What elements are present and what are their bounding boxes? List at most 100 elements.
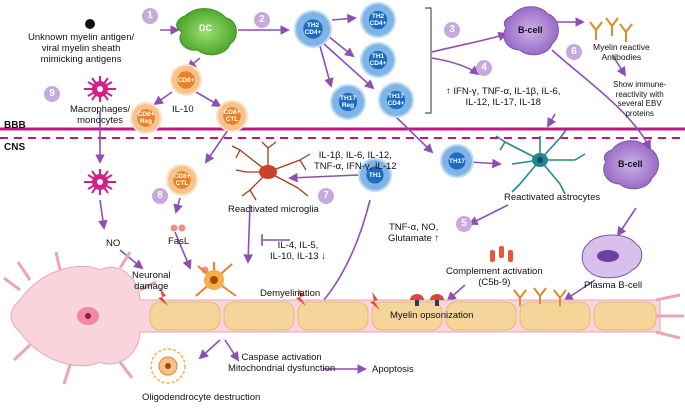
cd8-label: CD8+	[177, 76, 195, 84]
cd8ctl-line-2: CTL	[225, 116, 239, 123]
myelin-sheath	[149, 293, 684, 340]
arrow-th17cns-astrocyte	[469, 158, 502, 169]
cytokine-bracket	[425, 7, 432, 114]
cns-label: CNS	[4, 142, 26, 153]
th2b-line-1: TH2	[371, 13, 385, 20]
antigen-line-1: Unknown myelin antigen/	[28, 32, 135, 43]
tnf-no-label: TNF-α, NO, Glutamate ↑	[388, 222, 439, 244]
apoptosis-label: Apoptosis	[372, 364, 414, 375]
arrow-th2-th1	[327, 35, 355, 58]
dc-cell	[176, 8, 237, 56]
complement-complex	[490, 246, 513, 262]
macrophages-line-1: Macrophages/	[70, 104, 131, 115]
ebv-line-1: Show immune-	[613, 80, 667, 89]
arrow-cd8-cd8reg	[153, 91, 173, 106]
astrocyte-shape	[495, 129, 586, 195]
anti-inflammatory-label: IL-4, IL-5, IL-10, IL-13 ↓	[270, 240, 326, 262]
bcell2-label: B-cell	[618, 159, 643, 169]
th17reg-line-1: TH17	[340, 95, 356, 102]
arrow-bracket-bcell	[431, 31, 508, 53]
arrow-th17cd4-th17	[394, 115, 434, 154]
fasl-label: FasL	[168, 236, 190, 247]
reactivated-microglia-label: Reactivated microglia	[228, 204, 319, 215]
dc-label: DC	[199, 23, 212, 33]
antigen-line-3: mimicking antigens	[40, 54, 122, 65]
microglia-cytokines-label: IL-1β, IL-6, IL-12, TNF-α, IFN-γ, IL-12	[314, 150, 397, 172]
complement-label: Complement activation (C5b-9)	[446, 266, 543, 288]
plasma-bcell-shape	[581, 234, 643, 279]
arrow-cytokines-astrocyte	[547, 113, 557, 128]
th17reg-line-2: Reg	[341, 102, 355, 109]
step-3: 3	[444, 22, 460, 38]
reactivated-astrocytes-label: Reactivated astrocytes	[504, 192, 601, 203]
antibodies-axon	[513, 287, 567, 306]
demyelination-label: Demyelination	[260, 288, 321, 299]
cd8reg-line-2: Reg	[139, 118, 153, 125]
tnf-no-line-1: TNF-α, NO,	[388, 222, 439, 233]
arrow-bcell-bcell2	[551, 49, 651, 150]
th1-line-2: CD4+	[369, 60, 387, 67]
arrow-bcell2-plasma	[616, 207, 637, 237]
complement-line-2: (C5b-9)	[478, 277, 511, 288]
oligodendrocyte	[195, 262, 237, 297]
microglia-cytokines-line-1: IL-1β, IL-6, IL-12,	[318, 150, 392, 161]
step-6: 6	[566, 44, 582, 60]
th17-cns-cell: TH17	[442, 146, 472, 176]
neuronal-damage-label: Neuronal damage	[132, 270, 171, 292]
fasl-dots	[170, 224, 217, 280]
opsonization-markers	[410, 294, 444, 306]
no-label: NO	[106, 238, 121, 249]
arrow-macrophage-no	[98, 199, 108, 230]
arrow-no-neuron	[119, 249, 144, 270]
cd8ctl2-cell: CD8+CTL	[168, 166, 196, 194]
caspase-label: Caspase activation Mitochondrial dysfunc…	[228, 352, 335, 374]
step-1: 1	[142, 8, 158, 24]
il10-label: IL-10	[172, 104, 194, 115]
arrow-plasma-antibodies	[563, 279, 596, 302]
arrow-antibodies-ebv	[612, 55, 627, 77]
bbb-label: BBB	[4, 120, 26, 131]
bcell2-shape	[603, 140, 659, 190]
th2b-line-2: CD4+	[369, 20, 387, 27]
step-9: 9	[44, 86, 60, 102]
cd8reg-line-1: CD8+	[137, 111, 155, 118]
step-8: 8	[152, 188, 168, 204]
th1-cns-cell: TH1	[360, 160, 390, 190]
cd8-cell: CD8+	[172, 66, 200, 94]
anti-inflammatory-line-1: IL-4, IL-5,	[277, 240, 319, 251]
caspase-line-2: Mitochondrial dysfunction	[228, 363, 336, 374]
th1-line-1: TH1	[371, 53, 385, 60]
th2-line-1: TH2	[306, 22, 320, 29]
caspase-line-1: Caspase activation	[241, 352, 322, 363]
anti-inflammatory-line-2: IL-10, IL-13 ↓	[270, 251, 326, 262]
arrow-oligo-destruction	[198, 339, 221, 360]
cd8ctl-cell: CD8+CTL	[218, 102, 246, 130]
macrophage-top	[84, 76, 116, 102]
arrow-th2-th17reg	[319, 45, 334, 88]
arrow-astrocyte-tnf	[468, 204, 509, 225]
ebv-line-3: several EBV	[617, 99, 662, 108]
ebv-line-4: proteins	[625, 108, 654, 118]
th2-line-2: CD4+	[304, 29, 322, 36]
microglia-shape	[231, 141, 311, 201]
ebv-label: Show immune- reactivity with several EBV…	[613, 80, 666, 118]
oligodendrocyte-destroyed	[150, 348, 186, 384]
antibodies-top	[589, 17, 633, 42]
oligodendrocyte-destruction-label: Oligodendrocyte destruction	[142, 392, 261, 403]
ebv-line-2: reactivity with	[615, 89, 664, 99]
macrophage-cns	[84, 169, 116, 195]
cd8ctl2-line-2: CTL	[175, 180, 189, 187]
cd8reg-cell: CD8+Reg	[132, 104, 160, 132]
antigen-line-2: viral myelin sheath	[41, 43, 121, 54]
bcell-shape	[503, 6, 559, 56]
macrophages-label: Macrophages/ monocytes	[70, 104, 130, 126]
step-4: 4	[476, 60, 492, 76]
cd8ctl-line-1: CD8+	[223, 109, 241, 116]
arrow-th1-microglia	[288, 172, 359, 183]
complement-line-1: Complement activation	[446, 266, 543, 277]
